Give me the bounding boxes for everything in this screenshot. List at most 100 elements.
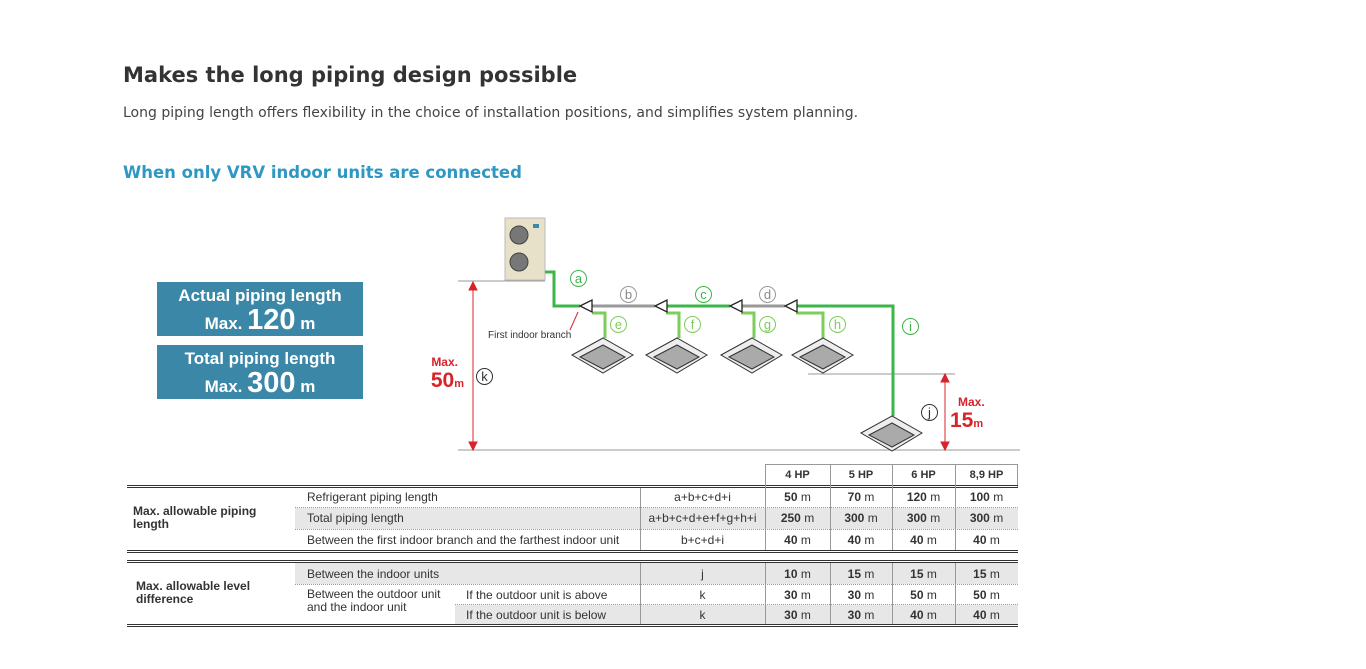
value-number: 30 — [847, 608, 861, 622]
row-formula: k — [699, 588, 706, 602]
value-unit: m — [800, 533, 811, 547]
intro-text: Long piping length offers flexibility in… — [123, 105, 859, 121]
row-value: 15 m — [892, 567, 955, 581]
row-value: 40 m — [765, 533, 830, 547]
value-unit: m — [804, 511, 815, 525]
row-value: 40 m — [955, 533, 1018, 547]
group-level-difference-label: Max. allowable level difference — [136, 579, 251, 606]
outdoor-unit-icon — [504, 217, 546, 281]
row-formula: b+c+d+i — [680, 533, 725, 547]
value-unit: m — [864, 567, 875, 581]
max-k-prefix: Max. — [431, 355, 458, 369]
value-number: 40 — [910, 533, 924, 547]
dimension-j-arrow — [940, 372, 950, 452]
value-unit: m — [800, 490, 811, 504]
value-unit: m — [926, 608, 937, 622]
max-j-value: 15 — [950, 409, 974, 432]
value-unit: m — [989, 608, 1000, 622]
row-value: 70 m — [830, 490, 892, 504]
value-number: 40 — [973, 608, 987, 622]
value-unit: m — [989, 533, 1000, 547]
box-unit: m — [300, 377, 316, 396]
max-j-prefix: Max. — [958, 395, 985, 409]
box-prefix: Max. — [204, 314, 243, 333]
label-c: c — [695, 286, 712, 304]
row-value: 300 m — [955, 511, 1018, 525]
value-number: 120 — [906, 490, 927, 504]
value-unit: m — [926, 533, 937, 547]
box-unit: m — [300, 314, 316, 333]
indoor-unit-icons — [570, 337, 923, 452]
max-j-label: Max. 15m — [950, 395, 985, 433]
max-k-value: 50 — [430, 369, 455, 392]
label-i: i — [902, 318, 919, 336]
row-value: 30 m — [830, 608, 892, 622]
total-piping-length-box: Total piping length Max. 300 m — [157, 345, 363, 399]
page-title: Makes the long piping design possible — [123, 63, 578, 87]
section-heading: When only VRV indoor units are connected — [123, 163, 522, 182]
value-unit: m — [800, 608, 811, 622]
row-description: Total piping length — [307, 511, 404, 525]
value-unit: m — [930, 490, 941, 504]
row-value: 250 m — [765, 511, 830, 525]
row-condition: If the outdoor unit is above — [466, 588, 608, 602]
row-value: 30 m — [765, 608, 830, 622]
label-g: g — [759, 316, 776, 334]
label-k: k — [476, 368, 493, 386]
max-k-label: Max. 50m — [424, 355, 464, 393]
row-value: 40 m — [955, 608, 1018, 622]
max-k-unit: m — [454, 378, 464, 390]
label-d: d — [759, 286, 776, 304]
row-value: 30 m — [765, 588, 830, 602]
box-title: Total piping length — [184, 349, 336, 368]
label-j: j — [921, 404, 938, 422]
row-value: 10 m — [765, 567, 830, 581]
label-a: a — [570, 270, 587, 288]
value-number: 300 — [844, 511, 865, 525]
branch-joint-icons — [578, 298, 798, 314]
refrigerant-pipes — [545, 270, 895, 416]
value-number: 40 — [910, 608, 924, 622]
box-value: 300 — [247, 367, 296, 399]
value-unit: m — [864, 533, 875, 547]
row-value: 15 m — [955, 567, 1018, 581]
row-condition: If the outdoor unit is below — [466, 608, 607, 622]
row-description: Between the first indoor branch and the … — [307, 533, 620, 547]
row-formula: a+b+c+d+i — [674, 490, 731, 504]
row-description: Refrigerant piping length — [307, 490, 438, 504]
header-6hp: 6 HP — [911, 469, 936, 481]
header-4hp: 4 HP — [785, 469, 810, 481]
row-formula: k — [699, 608, 706, 622]
row-value: 40 m — [830, 533, 892, 547]
row-value: 300 m — [892, 511, 955, 525]
row-value: 50 m — [892, 588, 955, 602]
actual-piping-length-box: Actual piping length Max. 120 m — [157, 282, 363, 336]
value-number: 50 — [973, 588, 987, 602]
row-description: Between the indoor units — [307, 567, 440, 581]
box-value: 120 — [247, 304, 296, 336]
group-piping-length-label: Max. allowable piping length — [133, 504, 257, 531]
value-unit: m — [993, 511, 1004, 525]
value-number: 300 — [906, 511, 927, 525]
value-number: 70 — [847, 490, 861, 504]
value-unit: m — [800, 588, 811, 602]
label-h: h — [829, 316, 846, 334]
row-value: 40 m — [892, 533, 955, 547]
value-unit: m — [867, 511, 878, 525]
value-number: 50 — [910, 588, 924, 602]
value-unit: m — [800, 567, 811, 581]
max-j-unit: m — [973, 418, 984, 430]
value-number: 40 — [847, 533, 861, 547]
first-branch-label: First indoor branch — [488, 330, 572, 341]
label-e: e — [610, 316, 627, 334]
row-description: Between the outdoor unit and the indoor … — [307, 587, 441, 614]
box-prefix: Max. — [204, 377, 243, 396]
value-number: 30 — [784, 608, 798, 622]
value-number: 10 — [784, 567, 798, 581]
row-formula: a+b+c+d+e+f+g+h+i — [648, 511, 757, 525]
value-unit: m — [926, 567, 937, 581]
row-value: 30 m — [830, 588, 892, 602]
value-number: 40 — [784, 533, 798, 547]
dimension-k-arrow — [468, 280, 478, 452]
value-number: 100 — [969, 490, 990, 504]
